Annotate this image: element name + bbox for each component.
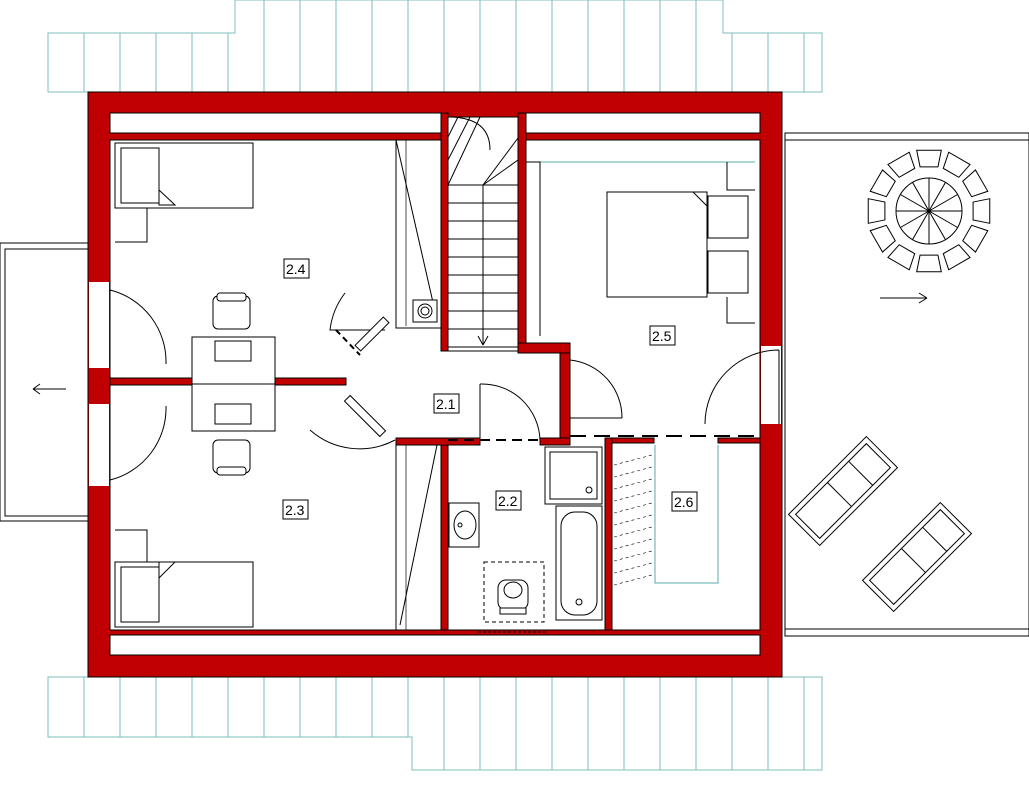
table-spoke xyxy=(928,210,958,228)
table-spoke xyxy=(928,194,958,212)
roof-panels xyxy=(47,0,823,771)
room-label-2-6: 2.6 xyxy=(671,491,698,512)
pillow-b xyxy=(707,250,749,294)
table-spoke xyxy=(928,182,946,212)
closet-hanger xyxy=(613,454,653,466)
deck-chair-1 xyxy=(787,435,899,547)
svg-text:2.5: 2.5 xyxy=(652,328,672,344)
pillow-2-4 xyxy=(120,147,160,204)
toilet xyxy=(478,561,548,633)
deck-chair-2 xyxy=(861,501,973,613)
svg-text:2.3: 2.3 xyxy=(285,502,305,518)
table-spoke xyxy=(928,210,946,240)
table-spoke xyxy=(900,210,930,228)
closet-hanger xyxy=(613,466,653,478)
closet-hanger xyxy=(613,490,653,502)
chimney-icon xyxy=(412,299,438,323)
stairs xyxy=(447,116,519,352)
svg-text:2.4: 2.4 xyxy=(286,261,306,277)
monitor-2 xyxy=(214,403,252,425)
svg-text:2.1: 2.1 xyxy=(436,396,456,412)
monitor-1 xyxy=(214,340,252,362)
doors xyxy=(109,289,780,481)
terrace-chair xyxy=(962,169,989,198)
room-label-2-1: 2.1 xyxy=(433,393,460,414)
right-terrace xyxy=(784,132,1029,637)
room-2-4-furniture xyxy=(114,139,441,476)
round-table-icon xyxy=(867,149,991,273)
room-label-2-2: 2.2 xyxy=(495,490,522,511)
terrace-chair xyxy=(916,254,942,273)
room-label-2-5: 2.5 xyxy=(649,325,676,346)
bathroom-fixtures xyxy=(448,446,603,633)
room-2-5-furniture xyxy=(526,161,755,336)
svg-text:2.6: 2.6 xyxy=(674,494,694,510)
terrace-chair xyxy=(942,151,971,178)
room-label-2-4: 2.4 xyxy=(283,258,310,279)
pillow-a xyxy=(707,195,749,239)
closet-hanger xyxy=(613,538,653,550)
table-spoke xyxy=(912,210,930,240)
terrace-chair xyxy=(916,149,942,168)
svg-text:2.2: 2.2 xyxy=(498,493,518,509)
closet-hanger xyxy=(613,502,653,514)
room-2-6-closet xyxy=(611,445,719,630)
closet-hanger xyxy=(613,574,653,586)
terrace-chair xyxy=(972,198,991,224)
double-bed xyxy=(606,191,708,298)
stair-arrow-icon xyxy=(477,185,489,346)
terrace-chair xyxy=(962,224,989,253)
terrace-chair xyxy=(869,169,896,198)
closet-hanger xyxy=(613,478,653,490)
walls xyxy=(87,91,783,678)
terrace-chair xyxy=(887,151,916,178)
room-labels: 2.4 2.5 2.1 2.2 2.6 2.3 xyxy=(282,258,698,520)
table-spoke xyxy=(912,182,930,212)
closet-hanger xyxy=(613,562,653,574)
closet-hanger xyxy=(613,526,653,538)
left-balcony xyxy=(0,242,89,522)
terrace-arrow-icon xyxy=(880,292,928,304)
terrace-chair xyxy=(869,224,896,253)
closet-hanger xyxy=(613,514,653,526)
table-spoke xyxy=(900,194,930,212)
closet-hanger xyxy=(613,550,653,562)
terrace-chair xyxy=(867,198,886,224)
room-2-3-furniture xyxy=(114,444,438,630)
terrace-chair xyxy=(887,244,916,271)
room-label-2-3: 2.3 xyxy=(282,499,309,520)
pillow-2-3 xyxy=(120,566,160,623)
terrace-chair xyxy=(942,244,971,271)
balcony-arrow-icon xyxy=(32,383,66,395)
